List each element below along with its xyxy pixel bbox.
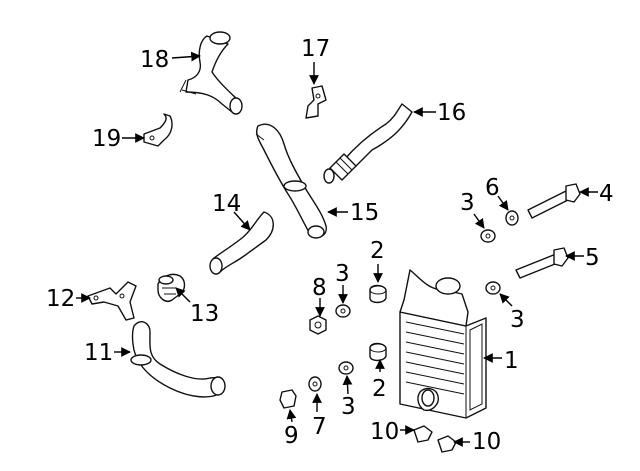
callout-7: 7 [312,414,327,440]
callout-13: 13 [190,301,219,327]
part-15-hose [255,123,327,239]
callout-5: 5 [585,245,600,271]
callout-14: 14 [212,191,241,217]
callout-10-right: 10 [472,429,501,455]
part-4-bolt [527,183,581,219]
part-3-bushing [480,229,496,243]
callout-1: 1 [504,348,519,374]
leader-3a [473,213,485,229]
callout-8: 8 [312,275,327,301]
part-1-intercooler [399,269,487,419]
part-18-upper-hose [179,31,243,115]
callout-17: 17 [301,36,330,62]
part-17-bracket [305,85,327,119]
callout-6: 6 [485,175,500,201]
part-10-clip [437,435,457,453]
part-13-connector [157,273,186,302]
callout-2-lower: 2 [372,376,387,402]
part-9-clip [279,389,297,409]
part-5-bolt [515,247,569,279]
leader-3d [342,375,353,395]
callout-2-upper: 2 [370,238,385,264]
part-3-bushing [335,304,351,318]
callout-15: 15 [350,200,379,226]
part-16-hose [323,103,413,184]
callout-numbers: 18 17 16 19 15 14 12 13 11 1 2 2 3 3 3 3… [46,36,614,455]
callout-12: 12 [46,286,75,312]
part-10-clip [413,425,433,443]
leader-18 [171,51,201,62]
callout-3-right-lower: 3 [510,307,525,333]
callout-9: 9 [284,423,299,449]
callout-11: 11 [84,340,113,366]
leader-14 [233,211,251,231]
leader-3b [499,293,513,307]
part-12-bracket [87,281,137,321]
part-2-grommet [369,342,387,362]
callout-18: 18 [140,47,169,73]
leader-6 [497,195,509,211]
callout-19: 19 [92,126,121,152]
part-3-bushing [338,361,354,375]
callout-3-center-lower: 3 [341,394,356,420]
callout-10-left: 10 [370,419,399,445]
callout-16: 16 [437,100,466,126]
leader-arrows [76,51,598,447]
part-19-clip [143,113,173,147]
leader-9 [286,409,297,423]
part-7-washer [308,376,322,392]
callout-3-right-upper: 3 [460,190,475,216]
leader-13 [175,287,191,303]
callout-3-center-upper: 3 [335,261,350,287]
part-11-hose [130,321,226,398]
part-14-hose [209,211,274,275]
part-6-washer [505,210,519,226]
callout-4: 4 [599,181,614,207]
part-2-grommet [369,284,387,304]
part-8-nut [309,315,327,335]
part-3-bushing [485,281,501,295]
